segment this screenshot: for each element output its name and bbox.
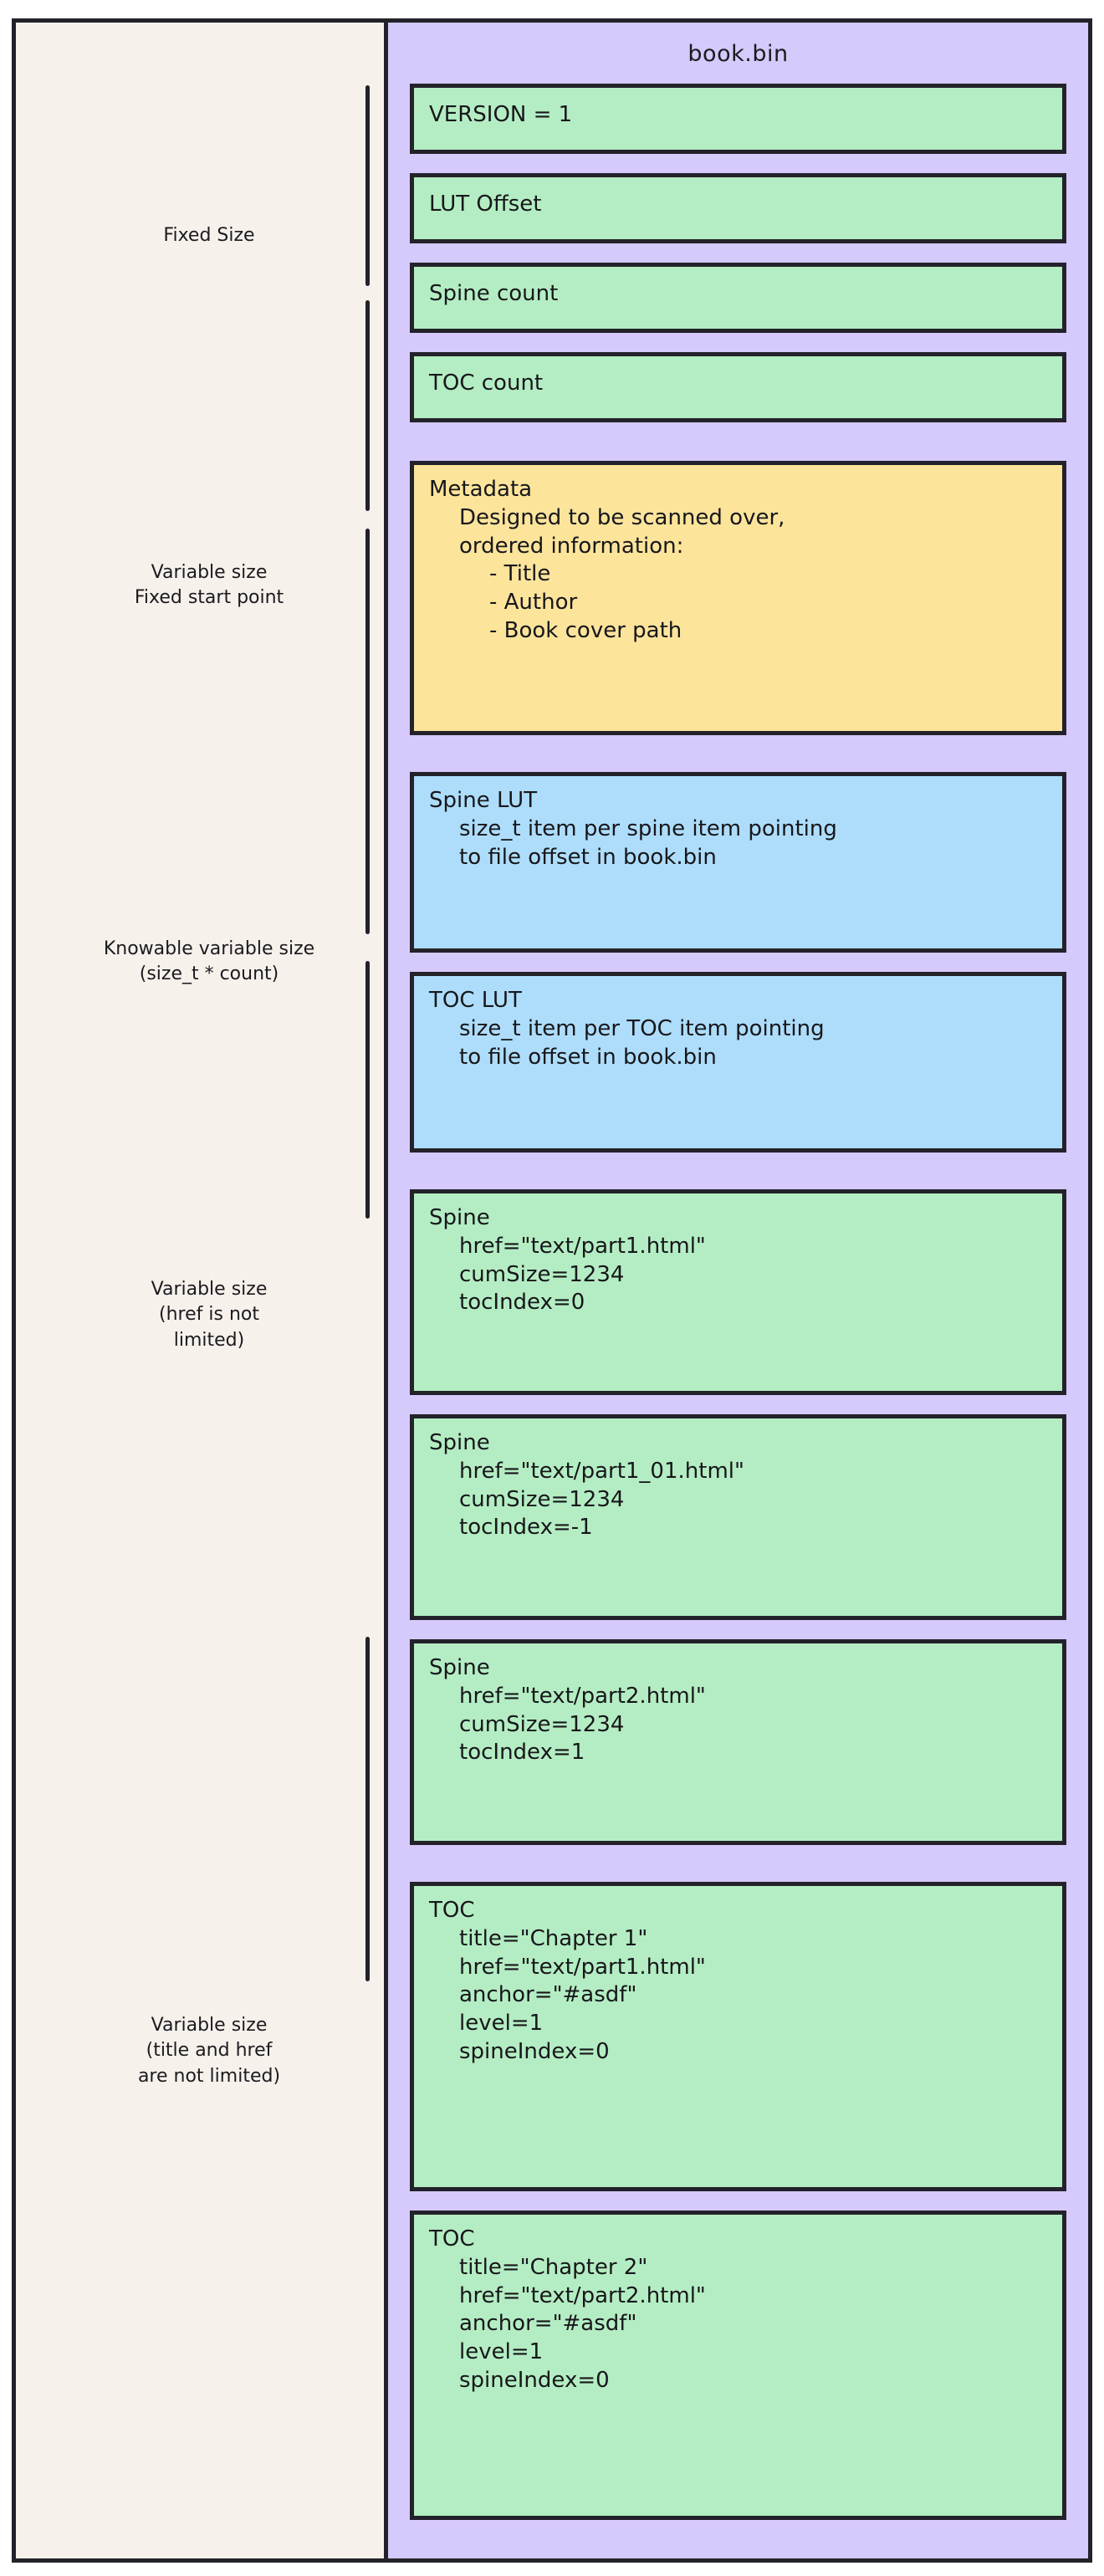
block-line: VERSION = 1 (429, 102, 573, 127)
block-line: size_t item per spine item pointing (459, 815, 837, 841)
block-line: href="text/part1.html" (459, 1954, 706, 1980)
section-label-variable-fixed-start: Variable size Fixed start point (134, 562, 284, 609)
block-line: title="Chapter 1" (459, 1925, 648, 1951)
block-line: anchor="#asdf" (459, 2311, 637, 2337)
explanation-column: Fixed Size Variable size Fixed start poi… (12, 18, 384, 2563)
block-line: anchor="#asdf" (459, 1982, 637, 2008)
block-line: TOC (429, 1898, 475, 1923)
block-line: Metadata (429, 477, 533, 502)
block-line: Spine (429, 1205, 490, 1230)
spine-count-block: Spine count (410, 263, 1066, 333)
block-line: Spine (429, 1655, 490, 1680)
section-label-variable-href: Variable size (href is not limited) (151, 1279, 268, 1351)
block-line: TOC LUT (429, 988, 522, 1013)
block-line: cumSize=1234 (459, 1261, 625, 1287)
toc-lut-block: TOC LUT size_t item per TOC item pointin… (410, 972, 1066, 1153)
lut-offset-block: LUT Offset (410, 173, 1066, 243)
bracket-variable-href (365, 961, 370, 1219)
block-line: level=1 (459, 2339, 544, 2365)
toc-block-2: TOC title="Chapter 2" href="text/part2.h… (410, 2211, 1066, 2520)
block-line: TOC count (429, 371, 544, 396)
block-line: href="text/part1.html" (459, 1233, 706, 1259)
spine-block-3: Spine href="text/part2.html" cumSize=123… (410, 1639, 1066, 1845)
block-line: href="text/part2.html" (459, 2282, 706, 2308)
bracket-knowable-variable (365, 529, 370, 934)
section-label-fixed-size: Fixed Size (163, 225, 255, 246)
bracket-variable-fixed-start (365, 300, 370, 511)
spine-block-1: Spine href="text/part1.html" cumSize=123… (410, 1189, 1066, 1395)
block-line: Spine (429, 1430, 490, 1455)
block-line: Designed to be scanned over, (459, 504, 785, 530)
diagram-frame: Fixed Size Variable size Fixed start poi… (12, 18, 1092, 2563)
block-line: spineIndex=0 (459, 2038, 610, 2064)
block-line: href="text/part2.html" (459, 1683, 706, 1709)
bracket-fixed-size (365, 85, 370, 286)
block-line: title="Chapter 2" (459, 2254, 648, 2280)
bracket-variable-title-href (365, 1637, 370, 1981)
section-label-knowable-variable: Knowable variable size (size_t * count) (103, 938, 315, 985)
block-line: Spine count (429, 281, 559, 306)
metadata-block: Metadata Designed to be scanned over, or… (410, 461, 1066, 735)
block-line: to file offset in book.bin (459, 844, 717, 870)
block-line: - Author (489, 590, 578, 616)
block-line: - Book cover path (489, 617, 682, 643)
block-line: tocIndex=0 (459, 1290, 585, 1316)
block-line: ordered information: (459, 533, 684, 559)
block-line: level=1 (459, 2011, 544, 2037)
block-line: cumSize=1234 (459, 1486, 625, 1512)
toc-count-block: TOC count (410, 352, 1066, 422)
spine-lut-block: Spine LUT size_t item per spine item poi… (410, 772, 1066, 953)
file-title: book.bin (687, 41, 789, 67)
block-line: to file offset in book.bin (459, 1044, 717, 1070)
block-line: - Title (489, 561, 551, 587)
block-line: tocIndex=1 (459, 1740, 585, 1766)
block-line: cumSize=1234 (459, 1711, 625, 1737)
block-line: TOC (429, 2226, 475, 2251)
block-line: tocIndex=-1 (459, 1515, 593, 1541)
toc-block-1: TOC title="Chapter 1" href="text/part1.h… (410, 1882, 1066, 2191)
section-label-variable-title-href: Variable size (title and href are not li… (137, 2015, 281, 2087)
block-line: LUT Offset (429, 192, 542, 217)
block-line: href="text/part1_01.html" (459, 1458, 744, 1484)
file-column: book.bin VERSION = 1 LUT Offset Spine co… (384, 18, 1092, 2563)
version-block: VERSION = 1 (410, 84, 1066, 154)
spine-block-2: Spine href="text/part1_01.html" cumSize=… (410, 1414, 1066, 1620)
block-line: spineIndex=0 (459, 2367, 610, 2393)
block-line: size_t item per TOC item pointing (459, 1015, 825, 1041)
block-line: Spine LUT (429, 788, 538, 813)
